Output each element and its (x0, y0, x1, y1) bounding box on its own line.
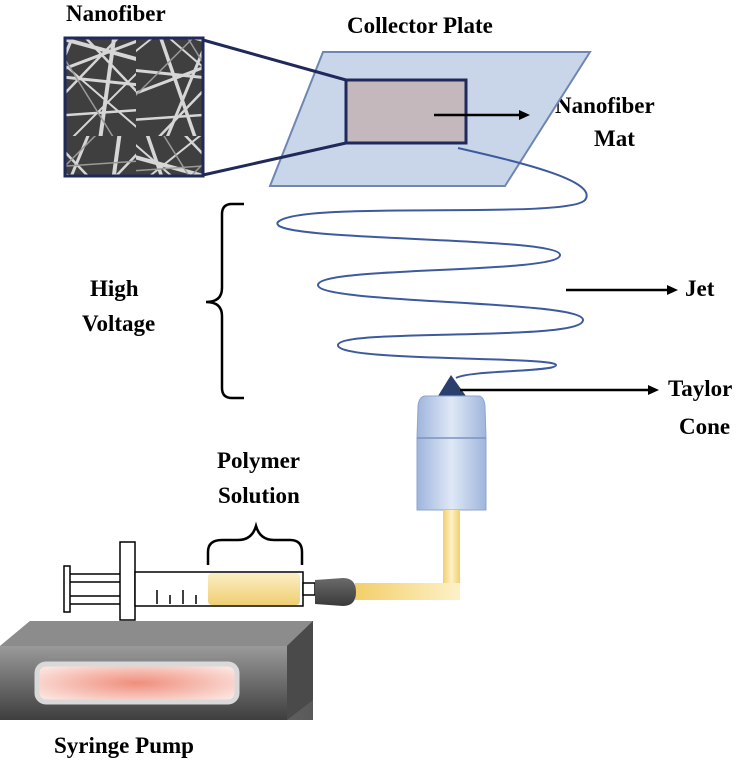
taylor-cone-arrow-head (648, 385, 659, 395)
high-voltage-label-line2: Voltage (82, 311, 155, 336)
collector-plate-label: Collector Plate (347, 13, 493, 38)
taylor-cone (438, 375, 466, 396)
zoom-line-bottom (202, 141, 347, 177)
high-voltage-label-line1: High (90, 276, 139, 301)
taylor-cone-label-line2: Cone (679, 414, 730, 439)
nanofiber-micrograph (63, 36, 205, 178)
syringe-pump-label: Syringe Pump (54, 733, 194, 758)
polymer-solution-label-line2: Solution (218, 483, 300, 508)
syringe (63, 541, 356, 621)
polymer-solution (208, 573, 300, 605)
spinneret (416, 395, 487, 511)
polymer-solution-bracket (206, 521, 304, 565)
high-voltage-bracket (205, 202, 244, 400)
nanofiber-mat-label-line2: Mat (594, 126, 635, 151)
nanofiber-label: Nanofiber (66, 1, 166, 26)
jet-label: Jet (685, 276, 715, 301)
nanofiber-mat (344, 78, 468, 145)
syringe-pump (0, 621, 313, 720)
jet-arrow-head (667, 285, 678, 295)
feed-tube-vertical (443, 510, 460, 600)
pump-window (34, 661, 240, 705)
mat-arrow-head (519, 110, 530, 120)
nanofiber-mat-label-line1: Nanofiber (555, 93, 655, 118)
taylor-cone-label-line1: Taylor (668, 376, 732, 401)
polymer-solution-label-line1: Polymer (217, 448, 300, 473)
zoom-line-top (202, 38, 347, 82)
feed-tube-horizontal (355, 583, 460, 600)
jet-path (276, 147, 588, 379)
